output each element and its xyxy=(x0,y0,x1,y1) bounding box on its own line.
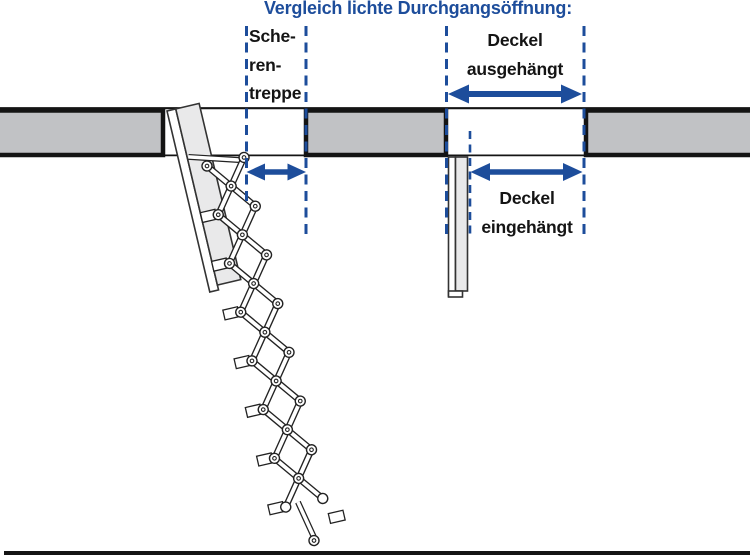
ceiling-slab-middle xyxy=(303,108,449,158)
label-deckel-eingehaengt-line1: Deckel xyxy=(499,188,555,208)
label-scherentreppe-line3: treppe xyxy=(249,83,302,103)
ladder-step-tab xyxy=(327,509,346,525)
label-scherentreppe: Sche- ren- treppe xyxy=(249,22,301,108)
ceiling-slab-right xyxy=(583,108,750,158)
label-deckel-ausgehaengt-line2: ausgehängt xyxy=(466,58,564,79)
width-arrow-deckel-eingehaengt-icon xyxy=(470,163,583,181)
width-arrow-deckel-ausgehaengt-icon xyxy=(448,84,582,104)
guide-lines xyxy=(245,26,586,239)
ceiling-slab-left xyxy=(0,108,166,158)
scissor-stair-lid xyxy=(166,102,242,293)
label-deckel-eingehaengt: Deckel eingehängt xyxy=(470,184,584,241)
label-deckel-ausgehaengt: Deckel ausgehängt xyxy=(446,26,584,83)
label-deckel-eingehaengt-line2: eingehängt xyxy=(481,216,573,237)
label-scherentreppe-line1: Sche- xyxy=(249,26,296,46)
deckel-lid xyxy=(447,156,469,298)
diagram-title: Vergleich lichte Durchgangsöffnung: xyxy=(263,0,573,18)
width-arrow-scherentreppe-icon xyxy=(246,163,306,181)
label-scherentreppe-line2: ren- xyxy=(249,54,282,75)
label-deckel-ausgehaengt-line1: Deckel xyxy=(487,30,543,50)
measurement-arrows xyxy=(246,84,583,181)
scissor-ladder xyxy=(188,141,346,547)
